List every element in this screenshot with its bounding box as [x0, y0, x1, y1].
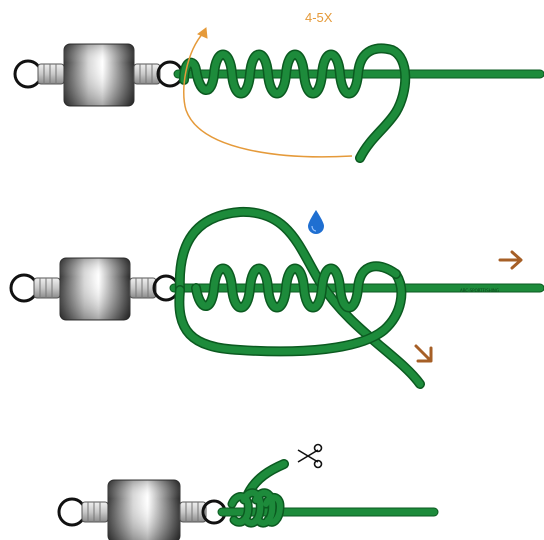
arrow-right-icon: [498, 250, 523, 270]
swivel: [57, 479, 227, 540]
fishing-line-step-2: [169, 206, 544, 389]
wraps-label: 4-5X: [305, 10, 333, 25]
step-1: 4-5X: [13, 10, 544, 163]
wrap-direction-arrow: [183, 27, 353, 158]
swivel: [13, 43, 184, 107]
water-drop-icon: [308, 210, 324, 234]
finished-knot: [217, 459, 439, 528]
arrow-down-right-icon: [414, 344, 433, 363]
swivel: [9, 257, 180, 321]
step-2: ABC-SPORTFISHING: [9, 206, 544, 389]
fishing-line-step-1: [173, 43, 544, 163]
scissors-icon: [297, 443, 323, 469]
step-3: [57, 443, 439, 540]
watermark: ABC-SPORTFISHING: [460, 288, 499, 293]
